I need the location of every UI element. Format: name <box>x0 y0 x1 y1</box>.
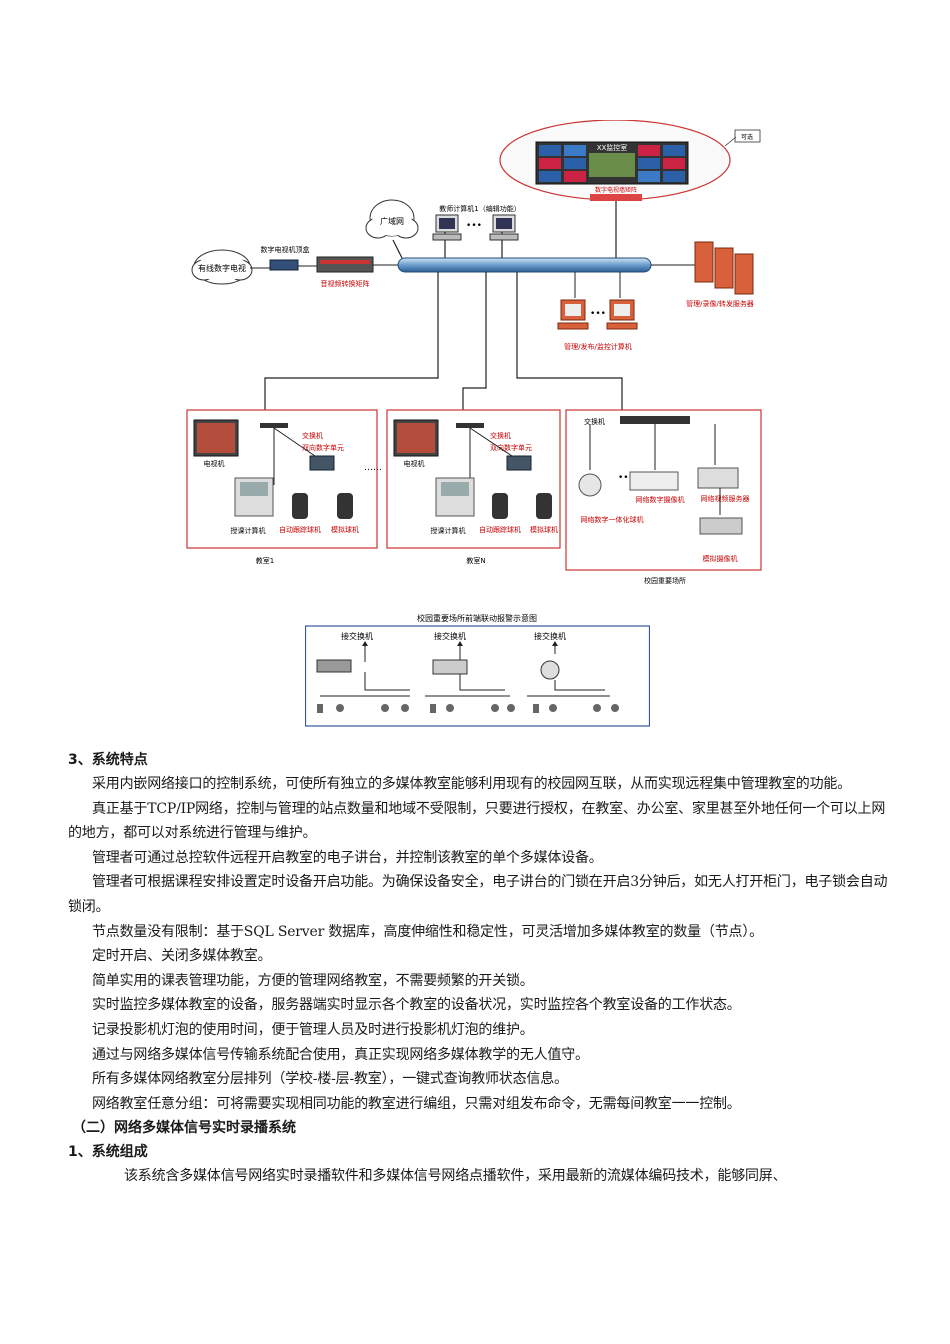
subsection-heading-composition: 1、系统组成 <box>68 1144 148 1161</box>
classroom-1-unit-label: 双向数字单元 <box>302 443 344 452</box>
av-matrix-device <box>316 256 374 273</box>
alarm-switch-label-3: 接交换机 <box>534 631 566 641</box>
campus-video-server-label: 网络视频服务器 <box>701 494 750 503</box>
classroom-1-tv-label: 电视机 <box>204 459 225 468</box>
paragraph: 管理者可根据课程安排设置定时设备开启功能。为确保设备安全，电子讲台的门锁在开启3… <box>68 874 888 915</box>
optional-note-box <box>734 129 761 143</box>
alarm-switch-label-2: 接交换机 <box>434 631 466 641</box>
alarm-diagram-title: 校园重要场所前端联动报警示意图 <box>417 613 537 623</box>
servers-label: 管理/录像/转发服务器 <box>686 299 754 308</box>
classroom-1-label: 教室1 <box>256 556 274 565</box>
classroom-n-tracking-label: 自动跟踪球机 <box>479 525 521 534</box>
classroom-n-pc-label: 授课计算机 <box>431 526 466 535</box>
classroom-n-tracking-camera <box>492 493 508 519</box>
monitor-room-label: XX监控室 <box>597 143 628 152</box>
stb-label: 数字电视机顶盒 <box>261 245 310 254</box>
cable-tv-label: 有线数字电视 <box>198 263 246 273</box>
paragraph: 记录投影机灯泡的使用时间，便于管理人员及时进行投影机灯泡的维护。 <box>92 1021 534 1038</box>
paragraph: 简单实用的课表管理功能，方便的管理网络教室，不需要频繁的开关锁。 <box>92 972 534 989</box>
alarm-diagram-frame <box>305 625 650 727</box>
classroom-1-tracking-label: 自动跟踪球机 <box>279 525 321 534</box>
campus-analog-camera-label: 模拟摄像机 <box>703 554 738 563</box>
campus-video-server <box>697 467 739 489</box>
paragraph: 网络教室任意分组：可将需要实现相同功能的教室进行编组，只需对组发布命令，无需每间… <box>92 1095 741 1112</box>
monitor-pc-2 <box>606 299 638 330</box>
campus-switch <box>620 416 690 424</box>
campus-analog-camera <box>699 517 743 535</box>
paragraph: 定时开启、关闭多媒体教室。 <box>92 948 272 965</box>
paragraph: 真正基于TCP/IP网络，控制与管理的站点数量和地域不受限制，只要进行授权，在教… <box>68 800 886 842</box>
classroom-n-switch-label: 交换机 <box>490 431 511 440</box>
server-stack <box>694 241 754 295</box>
paragraph: 所有多媒体网络教室分层排列（学校-楼-层-教室），一键式查询教师状态信息。 <box>92 1071 568 1088</box>
section-heading-recording: （二）网络多媒体信号实时录播系统 <box>72 1120 296 1137</box>
paragraph: 管理者可通过总控软件远程开启教室的电子讲台，并控制该教室的单个多媒体设备。 <box>92 849 603 866</box>
teacher-pc-dots: ••• <box>466 221 482 231</box>
campus-net-camera <box>629 471 679 491</box>
paragraph: 采用内嵌网络接口的控制系统，可使所有独立的多媒体教室能够利用现有的校园网互联，从… <box>92 776 851 792</box>
campus-net-camera-label: 网络数字摄像机 <box>636 495 685 504</box>
paragraph: 该系统含多媒体信号网络实时录播软件和多媒体信号网络点播软件，采用最新的流媒体编码… <box>124 1168 787 1185</box>
alarm-sensors-group-1 <box>317 704 409 713</box>
alarm-switch-label-1: 接交换机 <box>341 631 373 641</box>
monitor-pc-dots: ••• <box>590 309 606 319</box>
document-body: 3、系统特点 采用内嵌网络接口的控制系统，可使所有独立的多媒体教室能够利用现有的… <box>68 748 888 1189</box>
section-heading-features: 3、系统特点 <box>68 752 148 768</box>
classroom-dots: …… <box>364 463 382 473</box>
classroom-1-tracking-camera <box>292 493 308 519</box>
paragraph: 实时监控多媒体教室的设备，服务器端实时显示各个教室的设备状况，实时监控各个教室设… <box>92 997 741 1014</box>
classroom-n-unit-label: 双向数字单元 <box>490 443 532 452</box>
teacher-pc-1 <box>432 214 462 241</box>
monitor-pc-1 <box>557 299 589 330</box>
alarm-sensors-group-2 <box>430 704 515 713</box>
paragraph: 节点数量没有限制：基于SQL Server 数据库，高度伸缩性和稳定性，可灵活增… <box>92 923 763 940</box>
alarm-dome-camera <box>540 660 560 680</box>
paragraph: 通过与网络多媒体信号传输系统配合使用，真正实现网络多媒体教学的无人值守。 <box>92 1046 589 1063</box>
wan-cloud <box>365 199 419 239</box>
alarm-camera-1 <box>316 659 352 673</box>
classroom-1-unit <box>309 455 335 471</box>
classroom-1-pc-label: 授课计算机 <box>231 526 266 535</box>
classroom-n-label: 教室N <box>466 556 485 565</box>
classroom-n-dome-label: 模拟球机 <box>530 525 558 534</box>
campus-net-dome <box>578 473 602 497</box>
classroom-1-switch <box>260 423 288 428</box>
classroom-n-switch <box>456 423 484 428</box>
tv-wall-matrix-label: 数字电视墙矩阵 <box>595 186 637 194</box>
campus-switch-label: 交换机 <box>584 417 605 426</box>
campus-net-dome-label: 网络数字一体化球机 <box>581 515 644 524</box>
network-topology-diagram: XX监控室 数字电视墙矩阵 可选 广域网 ••• 教师 <box>186 120 762 585</box>
cable-tv-cloud <box>191 249 253 285</box>
teacher-pc-label: 教师计算机1（编辑功能） <box>439 204 520 213</box>
wan-label: 广域网 <box>380 216 404 226</box>
teacher-pc-2 <box>489 214 519 241</box>
av-matrix-label: 音视频转换矩阵 <box>321 279 370 288</box>
set-top-box <box>269 259 299 271</box>
tv-wall <box>535 141 689 185</box>
campus-site-label: 校园重要场所 <box>644 576 686 585</box>
classroom-n-unit <box>506 455 532 471</box>
classroom-n-tv-label: 电视机 <box>404 459 425 468</box>
classroom-n-analog-dome <box>536 493 552 519</box>
tv-wall-matrix-device <box>590 194 642 201</box>
campus-device-dots: ••• <box>618 473 634 483</box>
alarm-video-server <box>432 659 468 675</box>
optional-note: 可选 <box>741 133 753 141</box>
monitor-pcs-label: 管理/发布/监控计算机 <box>564 342 632 351</box>
classroom-1-switch-label: 交换机 <box>302 431 323 440</box>
alarm-sensors-group-3 <box>533 704 619 713</box>
classroom-1-dome-label: 模拟球机 <box>331 525 359 534</box>
classroom-1-analog-dome <box>337 493 353 519</box>
campus-network-bus <box>397 257 652 273</box>
alarm-linkage-diagram: 校园重要场所前端联动报警示意图 接交换机 接交换机 接交换机 <box>305 613 650 727</box>
